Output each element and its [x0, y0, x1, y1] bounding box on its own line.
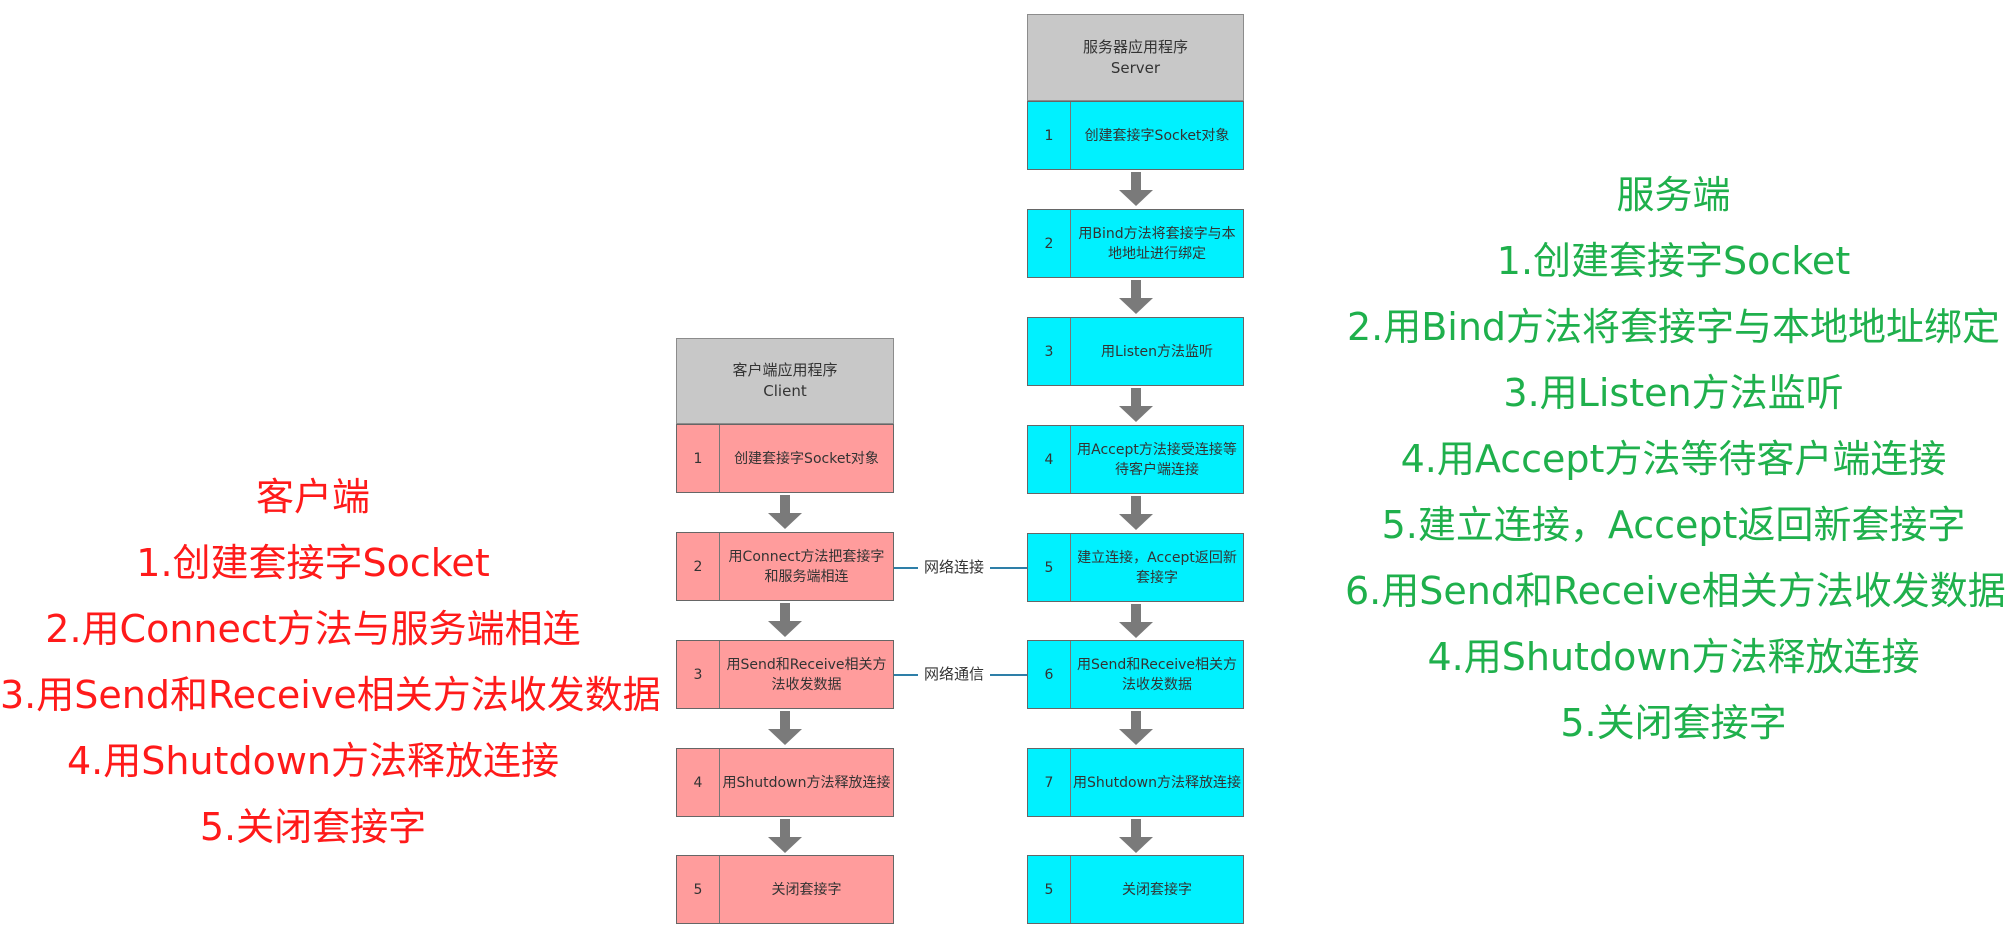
client-step-4: 4 用Shutdown方法释放连接	[676, 748, 894, 817]
step-label: 创建套接字Socket对象	[734, 450, 879, 467]
server-step-6: 6 用Send和Receive相关方法收发数据	[1027, 640, 1244, 709]
network-communication-label: 网络通信	[918, 664, 991, 684]
client-summary-list: 客户端 1.创建套接字Socket 2.用Connect方法与服务端相连 3.用…	[0, 464, 661, 860]
flow-arrow	[768, 495, 802, 531]
flow-arrow	[1119, 819, 1153, 855]
client-summary-item: 1.创建套接字Socket	[136, 541, 490, 585]
step-label: 用Send和Receive相关方法收发数据	[726, 656, 887, 693]
step-label: 用Bind方法将套接字与本地地址进行绑定	[1078, 225, 1236, 262]
client-header: 客户端应用程序 Client	[676, 338, 894, 424]
client-header-subtitle: Client	[763, 382, 807, 400]
server-step-8: 5 关闭套接字	[1027, 855, 1244, 924]
server-step-5: 5 建立连接，Accept返回新套接字	[1027, 533, 1244, 602]
step-label: 用Shutdown方法释放连接	[722, 774, 891, 791]
client-summary-item: 5.关闭套接字	[199, 805, 427, 849]
client-summary-title: 客户端	[255, 475, 370, 519]
step-number: 7	[1028, 749, 1071, 816]
flow-arrow	[1119, 388, 1153, 424]
client-summary-item: 4.用Shutdown方法释放连接	[67, 739, 559, 783]
client-summary-item: 3.用Send和Receive相关方法收发数据	[0, 673, 661, 717]
server-summary-item: 1.创建套接字Socket	[1496, 239, 1851, 283]
flow-arrow	[768, 819, 802, 855]
server-header-subtitle: Server	[1110, 58, 1161, 77]
flow-arrow	[768, 711, 802, 747]
server-step-4: 4 用Accept方法接受连接等待客户端连接	[1027, 425, 1244, 494]
server-step-7: 7 用Shutdown方法释放连接	[1027, 748, 1244, 817]
client-step-5: 5 关闭套接字	[676, 855, 894, 924]
flow-arrow	[1119, 172, 1153, 208]
server-summary-list: 服务端 1.创建套接字Socket 2.用Bind方法将套接字与本地地址绑定 3…	[1345, 162, 2006, 756]
step-label: 用Shutdown方法释放连接	[1073, 774, 1241, 791]
server-step-2: 2 用Bind方法将套接字与本地地址进行绑定	[1027, 209, 1244, 278]
step-label: 用Connect方法把套接字和服务端相连	[728, 548, 885, 585]
step-label: 用Accept方法接受连接等待客户端连接	[1077, 441, 1237, 478]
server-step-1: 1 创建套接字Socket对象	[1027, 101, 1244, 170]
step-label: 关闭套接字	[1122, 881, 1192, 898]
server-summary-item: 5.建立连接，Accept返回新套接字	[1381, 503, 1966, 547]
server-summary-item: 5.关闭套接字	[1560, 701, 1787, 745]
step-number: 3	[1028, 318, 1071, 385]
flow-arrow	[1119, 711, 1153, 747]
server-summary-item: 3.用Listen方法监听	[1503, 371, 1844, 415]
client-step-2: 2 用Connect方法把套接字和服务端相连	[676, 532, 894, 601]
server-step-3: 3 用Listen方法监听	[1027, 317, 1244, 386]
server-summary-item: 6.用Send和Receive相关方法收发数据	[1345, 569, 2006, 613]
server-summary-title: 服务端	[1616, 173, 1731, 217]
step-number: 1	[1028, 102, 1071, 169]
client-step-1: 1 创建套接字Socket对象	[676, 424, 894, 493]
step-number: 4	[1028, 426, 1071, 493]
flow-arrow	[1119, 280, 1153, 316]
flow-arrow	[768, 603, 802, 639]
server-summary-item: 2.用Bind方法将套接字与本地地址绑定	[1346, 305, 2001, 349]
step-number: 5	[1028, 534, 1071, 601]
step-number: 3	[677, 641, 720, 708]
flow-arrow	[1119, 496, 1153, 532]
step-number: 6	[1028, 641, 1071, 708]
network-connection-label: 网络连接	[918, 557, 991, 577]
step-number: 1	[677, 425, 720, 492]
step-label: 建立连接，Accept返回新套接字	[1077, 549, 1237, 586]
server-header: 服务器应用程序 Server	[1027, 14, 1244, 101]
flow-arrow	[1119, 604, 1153, 640]
step-number: 2	[677, 533, 720, 600]
step-label: 用Listen方法监听	[1101, 343, 1213, 360]
client-summary-item: 2.用Connect方法与服务端相连	[45, 607, 581, 651]
client-step-3: 3 用Send和Receive相关方法收发数据	[676, 640, 894, 709]
server-summary-item: 4.用Shutdown方法释放连接	[1427, 635, 1920, 679]
client-header-title: 客户端应用程序	[732, 361, 838, 379]
step-label: 关闭套接字	[771, 881, 842, 898]
step-number: 2	[1028, 210, 1071, 277]
step-number: 5	[1028, 856, 1071, 923]
step-label: 创建套接字Socket对象	[1084, 127, 1230, 144]
server-summary-item: 4.用Accept方法等待客户端连接	[1400, 437, 1947, 481]
step-label: 用Send和Receive相关方法收发数据	[1076, 656, 1238, 693]
step-number: 5	[677, 856, 720, 923]
server-header-title: 服务器应用程序	[1082, 37, 1188, 56]
step-number: 4	[677, 749, 720, 816]
